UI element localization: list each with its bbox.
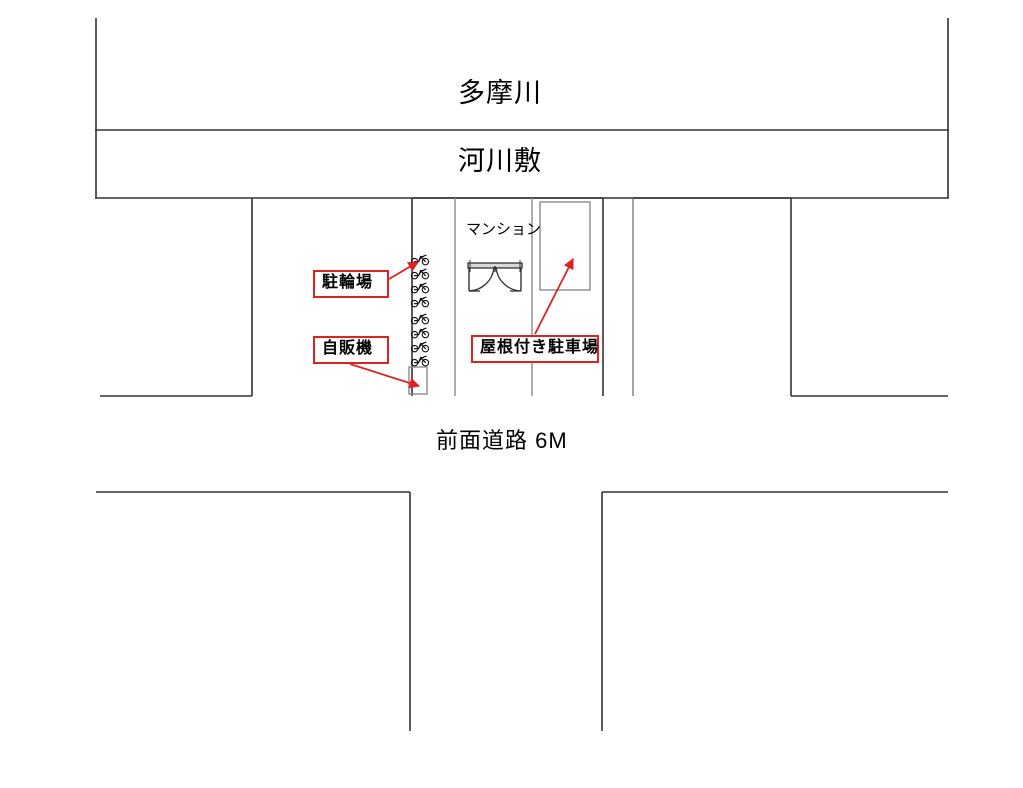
front-road-label: 前面道路 6M xyxy=(436,428,568,453)
door-swing-arc-left xyxy=(468,266,495,292)
building-label: マンション xyxy=(466,221,542,238)
door-swing-arc-right xyxy=(495,266,522,292)
bicycle-parking-leader xyxy=(388,261,419,280)
parcel-lower-left xyxy=(96,491,411,731)
callout-vending-machine: 自販機 xyxy=(313,336,389,364)
river-label: 多摩川 xyxy=(458,78,542,108)
entrance-door-symbol xyxy=(467,260,523,292)
river-band xyxy=(95,18,949,131)
parcel-upper-right-outer xyxy=(633,197,948,397)
subject-site-outline xyxy=(411,197,604,396)
building-footprint xyxy=(454,198,533,396)
bicycle-rack-south xyxy=(410,313,430,367)
vending-machine-leader xyxy=(349,363,421,389)
covered-parking-rect xyxy=(539,201,591,291)
riverbed-label: 河川敷 xyxy=(458,146,542,176)
parcel-upper-left xyxy=(100,198,253,397)
callout-bicycle-parking: 駐輪場 xyxy=(313,270,389,298)
callout-covered-parking: 屋根付き駐車場 xyxy=(471,335,599,363)
bicycle-rack-north xyxy=(410,254,430,308)
parcel-lower-right xyxy=(601,491,948,731)
covered-parking-leader xyxy=(534,258,574,335)
